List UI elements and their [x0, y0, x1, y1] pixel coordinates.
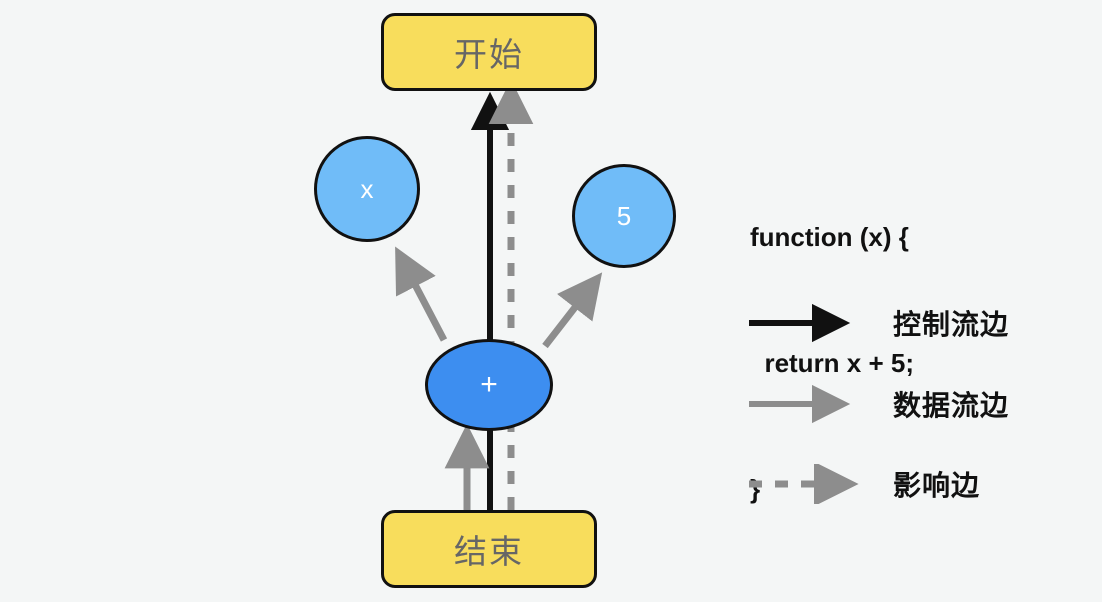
legend-label-data-flow: 数据流边: [893, 390, 1010, 421]
edge-data-flow-plus-to-five: [542, 272, 603, 349]
code-snippet: function (x) { return x + 5; }: [750, 132, 914, 552]
legend-label-influence: 影响边: [893, 470, 981, 501]
legend-item-control-flow: 控制流边: [747, 303, 1077, 343]
node-variable-x[interactable]: x: [314, 136, 420, 242]
solid-arrow-gray-icon: [749, 384, 851, 424]
node-literal-5[interactable]: 5: [572, 164, 676, 268]
code-line-1: function (x) {: [750, 222, 909, 252]
node-start[interactable]: 开始: [381, 13, 597, 91]
legend-item-influence: 影响边: [747, 464, 1077, 504]
legend-label-control-flow: 控制流边: [893, 309, 1010, 340]
solid-arrow-black-icon: [749, 303, 851, 343]
node-operator-plus[interactable]: +: [425, 339, 553, 431]
node-end[interactable]: 结束: [381, 510, 597, 588]
legend-item-data-flow: 数据流边: [747, 384, 1077, 424]
edge-data-flow-plus-to-x: [395, 246, 448, 342]
code-line-3: }: [750, 474, 761, 504]
dashed-arrow-gray-icon: [749, 464, 859, 504]
code-line-2: return x + 5;: [750, 348, 914, 378]
